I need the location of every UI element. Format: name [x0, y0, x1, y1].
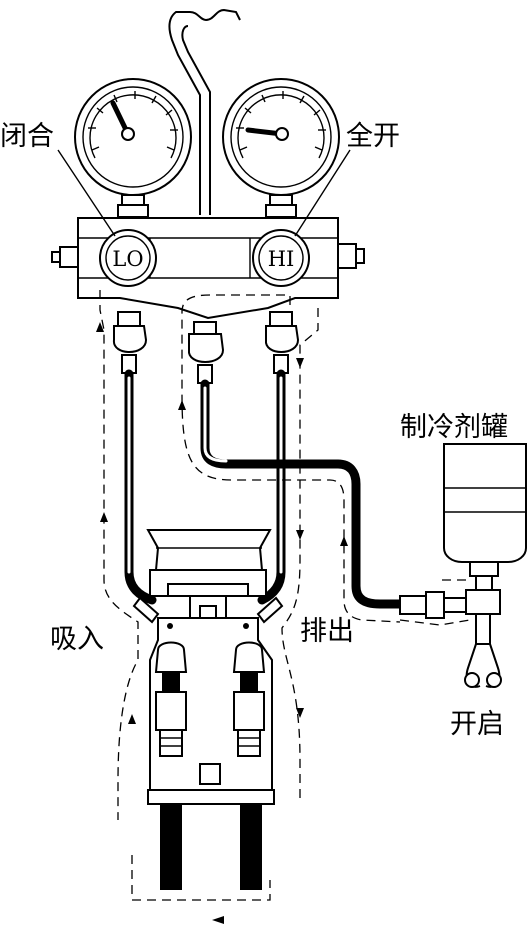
- refrigerant-can: [399, 443, 527, 688]
- flow-lines: [99, 290, 471, 901]
- manifold-fittings: [113, 311, 300, 384]
- hi-label: HI: [268, 247, 295, 271]
- hoses: [124, 369, 405, 609]
- discharge-label: 排出: [300, 616, 354, 647]
- refrigerant-can-label: 制冷剂罐: [400, 412, 508, 443]
- high-pressure-gauge: [222, 78, 340, 218]
- flow-arrows: [96, 322, 348, 924]
- manifold-body: [51, 217, 365, 320]
- suction-label: 吸入: [50, 624, 104, 655]
- hi-valve-knob[interactable]: HI: [252, 229, 310, 287]
- leader-lines: [57, 149, 351, 237]
- open-label: 开启: [450, 709, 504, 740]
- lo-valve-knob[interactable]: LO: [99, 229, 157, 287]
- hanger-hook: [168, 8, 241, 215]
- lo-label: LO: [112, 247, 143, 271]
- full-open-label: 全开: [346, 121, 400, 152]
- compressor-unit: [132, 529, 284, 890]
- closed-label: 闭合: [0, 121, 54, 152]
- low-pressure-gauge: [74, 78, 192, 218]
